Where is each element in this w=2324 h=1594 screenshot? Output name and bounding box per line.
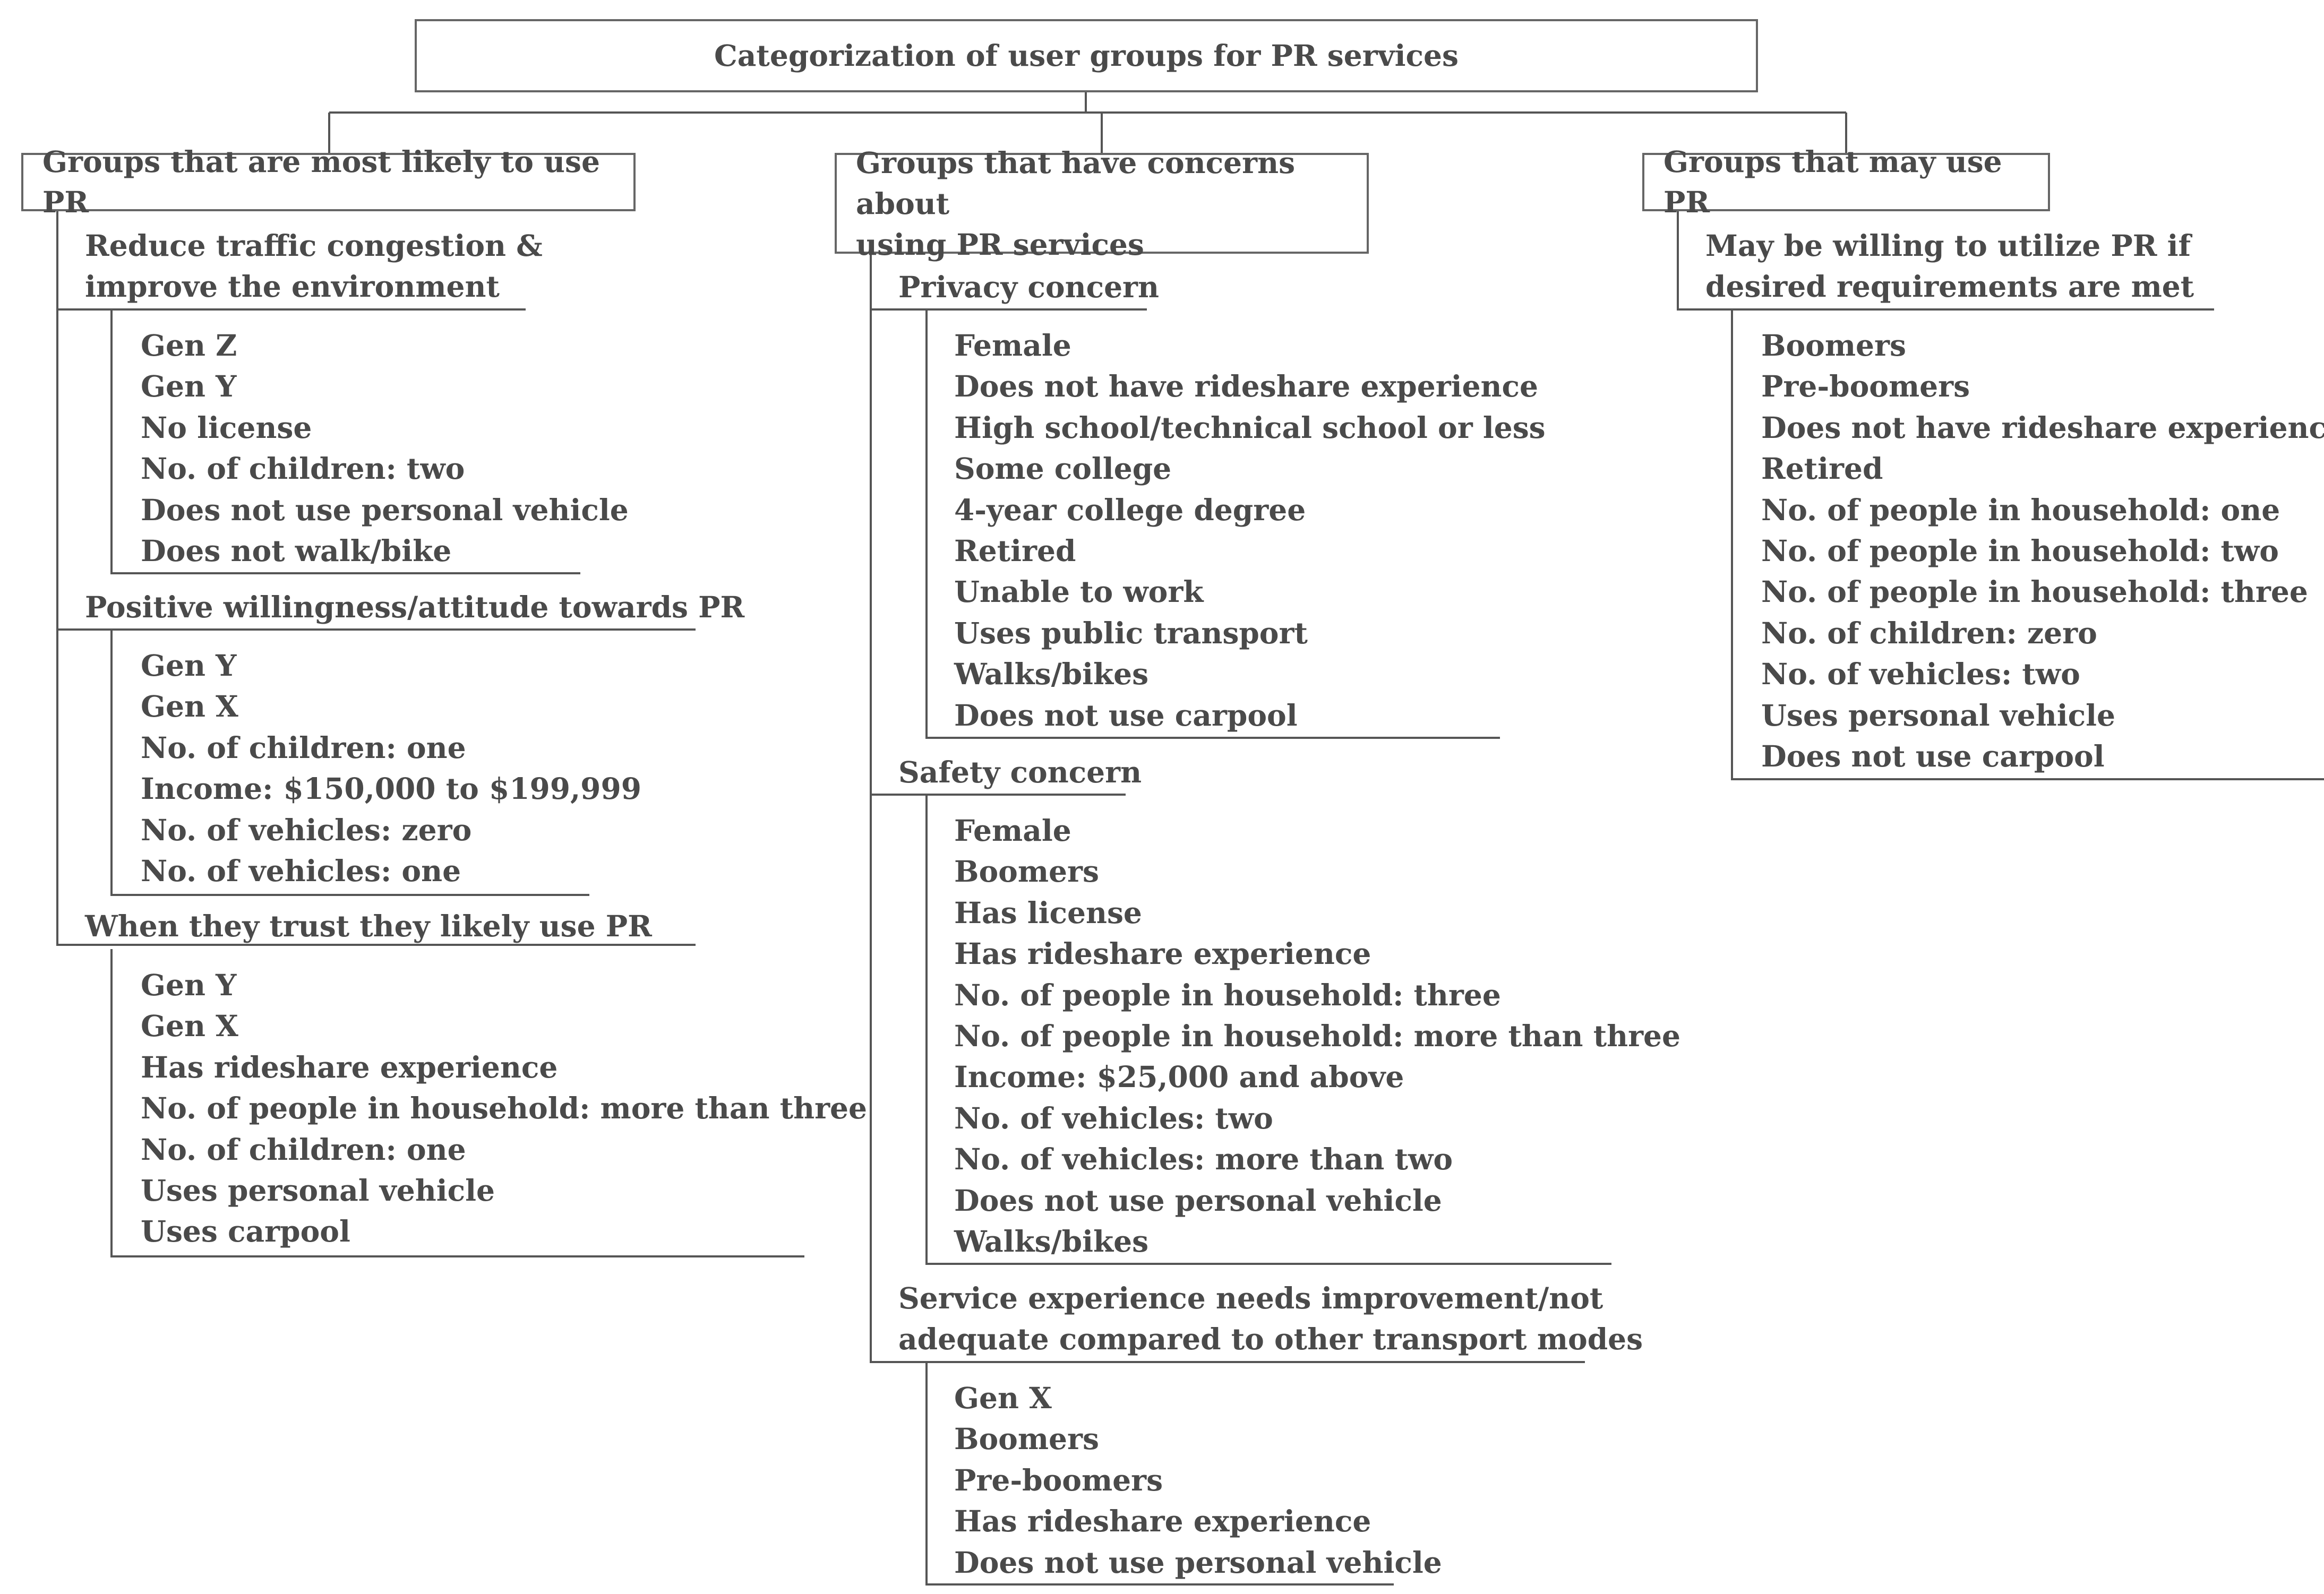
- list-item: Some college: [954, 451, 1172, 486]
- list-item: Does not walk/bike: [141, 533, 452, 568]
- list-item: No. of vehicles: one: [141, 853, 461, 888]
- list-item: Uses personal vehicle: [141, 1173, 495, 1208]
- list-item: Does not have rideshare experience: [954, 369, 1539, 404]
- column-title-box-most-likely: Groups that are most likely to use PR: [21, 144, 636, 219]
- category-item-list: Boomers Pre-boomers Does not have ridesh…: [1761, 325, 2324, 777]
- list-item: High school/technical school or less: [954, 410, 1546, 445]
- list-item: No. of people in household: three: [954, 977, 1501, 1012]
- column-title-line: Groups that have concerns about: [856, 145, 1296, 221]
- list-item: No. of people in household: more than th…: [141, 1091, 868, 1126]
- category-heading: When they trust they likely use PR: [85, 909, 652, 943]
- list-item: Gen Z: [141, 328, 237, 363]
- column-title: Groups that are most likely to use PR: [42, 144, 600, 219]
- list-item: Does not have rideshare experience: [1761, 410, 2324, 445]
- category-item-list: Gen Y Gen X Has rideshare experience No.…: [141, 964, 867, 1252]
- list-item: Gen X: [141, 1009, 238, 1044]
- list-item: Uses personal vehicle: [1761, 697, 2115, 733]
- list-item: Has rideshare experience: [141, 1049, 558, 1084]
- list-item: No. of people in household: three: [1761, 574, 2308, 609]
- list-item: Unable to work: [954, 574, 1204, 609]
- list-item: Walks/bikes: [954, 657, 1149, 692]
- category-heading: Safety concern: [898, 755, 1142, 789]
- category-item-list: Female Does not have rideshare experienc…: [954, 325, 1546, 736]
- list-item: Does not use personal vehicle: [954, 1545, 1442, 1580]
- list-item: Gen X: [954, 1381, 1052, 1415]
- list-item: No. of vehicles: two: [954, 1100, 1273, 1135]
- category-item-list: Gen Z Gen Y No license No. of children: …: [141, 325, 629, 571]
- list-item: No. of vehicles: two: [1761, 657, 2080, 692]
- list-item: Gen Y: [141, 968, 237, 1002]
- list-item: No. of people in household: two: [1761, 533, 2279, 568]
- category-heading: May be willing to utilize PR if desired …: [1705, 228, 2194, 304]
- list-item: No. of people in household: more than th…: [954, 1018, 1681, 1053]
- list-item: 4-year college degree: [954, 492, 1306, 527]
- list-item: Has license: [954, 895, 1142, 930]
- category-heading: Privacy concern: [898, 270, 1160, 304]
- list-item: Gen X: [141, 689, 238, 724]
- list-item: Does not use personal vehicle: [141, 492, 629, 527]
- list-item: Pre-boomers: [1761, 369, 1970, 404]
- column-title-box-concerns: Groups that have concerns about using PR…: [835, 145, 1369, 262]
- root-title-box: Categorization of user groups for PR ser…: [415, 19, 1758, 92]
- list-item: No. of vehicles: zero: [141, 812, 472, 847]
- list-item: Does not use personal vehicle: [954, 1183, 1442, 1218]
- list-item: No. of children: two: [141, 451, 465, 486]
- category-heading: Service experience needs improvement/not…: [898, 1281, 1643, 1356]
- list-item: Has rideshare experience: [954, 1504, 1371, 1539]
- list-item: Gen Y: [141, 369, 237, 404]
- list-item: Does not use carpool: [954, 697, 1298, 733]
- category-item-list: Gen Y Gen X No. of children: one Income:…: [141, 645, 641, 891]
- list-item: No. of vehicles: more than two: [954, 1142, 1453, 1177]
- list-item: No. of children: zero: [1761, 615, 2097, 650]
- list-item: Uses public transport: [954, 615, 1308, 650]
- list-item: No. of children: one: [141, 730, 466, 765]
- list-item: Female: [954, 328, 1071, 363]
- list-item: Female: [954, 813, 1071, 848]
- category-item-list: Female Boomers Has license Has rideshare…: [954, 810, 1680, 1262]
- list-item: Boomers: [1761, 328, 1906, 363]
- column-title-line: using PR services: [856, 227, 1144, 262]
- list-item: Does not use carpool: [1761, 738, 2105, 773]
- category-item-list: Gen X Boomers Pre-boomers Has rideshare …: [954, 1377, 1442, 1583]
- diagram-title: Categorization of user groups for PR ser…: [714, 38, 1459, 73]
- column-title: Groups that may use PR: [1663, 144, 2002, 219]
- list-item: Has rideshare experience: [954, 936, 1371, 971]
- list-item: Boomers: [954, 854, 1099, 889]
- list-item: Pre-boomers: [954, 1462, 1163, 1497]
- list-item: Gen Y: [141, 648, 237, 683]
- category-heading: Positive willingness/attitude towards PR: [85, 590, 745, 624]
- category-heading: Reduce traffic congestion & improve the …: [85, 228, 543, 304]
- list-item: Uses carpool: [141, 1214, 350, 1249]
- list-item: No license: [141, 410, 312, 445]
- list-item: Income: $150,000 to $199,999: [141, 771, 641, 806]
- list-item: Income: $25,000 and above: [954, 1059, 1404, 1095]
- list-item: Retired: [954, 533, 1076, 568]
- list-item: Retired: [1761, 451, 1883, 486]
- list-item: No. of children: one: [141, 1132, 466, 1167]
- list-item: No. of people in household: one: [1761, 492, 2280, 527]
- list-item: Boomers: [954, 1421, 1099, 1457]
- list-item: Walks/bikes: [954, 1223, 1149, 1259]
- column-title-box-may-use: Groups that may use PR: [1642, 144, 2050, 219]
